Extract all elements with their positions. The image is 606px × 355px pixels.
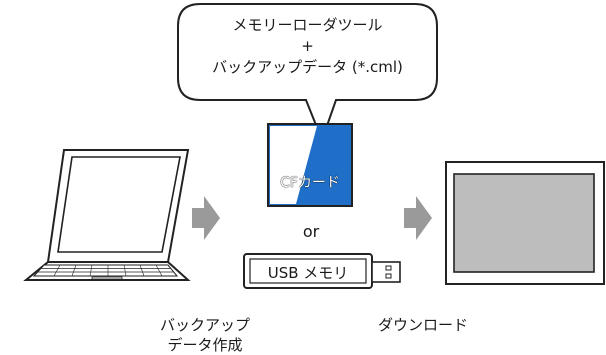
cf-card-label: CFカード xyxy=(280,175,340,191)
bubble-line-plus: + xyxy=(301,37,314,55)
caption-backup-line1: バックアップ xyxy=(159,316,250,334)
arrow-right-icon xyxy=(192,196,220,240)
caption-backup-line2: データ作成 xyxy=(167,336,243,354)
bubble-line-tool: メモリーローダツール xyxy=(232,16,383,34)
laptop-icon xyxy=(23,149,191,281)
caption-download: ダウンロード xyxy=(377,316,468,334)
arrow-right-icon xyxy=(404,196,432,240)
display-panel-icon xyxy=(445,161,605,285)
usb-memory-label: USB メモリ xyxy=(267,264,349,282)
speech-bubble xyxy=(177,3,438,143)
usb-memory-icon xyxy=(243,253,401,289)
bubble-line-backup-data: バックアップデータ (*.cml) xyxy=(212,58,403,76)
or-label: or xyxy=(302,222,320,241)
cf-card-icon xyxy=(267,123,353,207)
